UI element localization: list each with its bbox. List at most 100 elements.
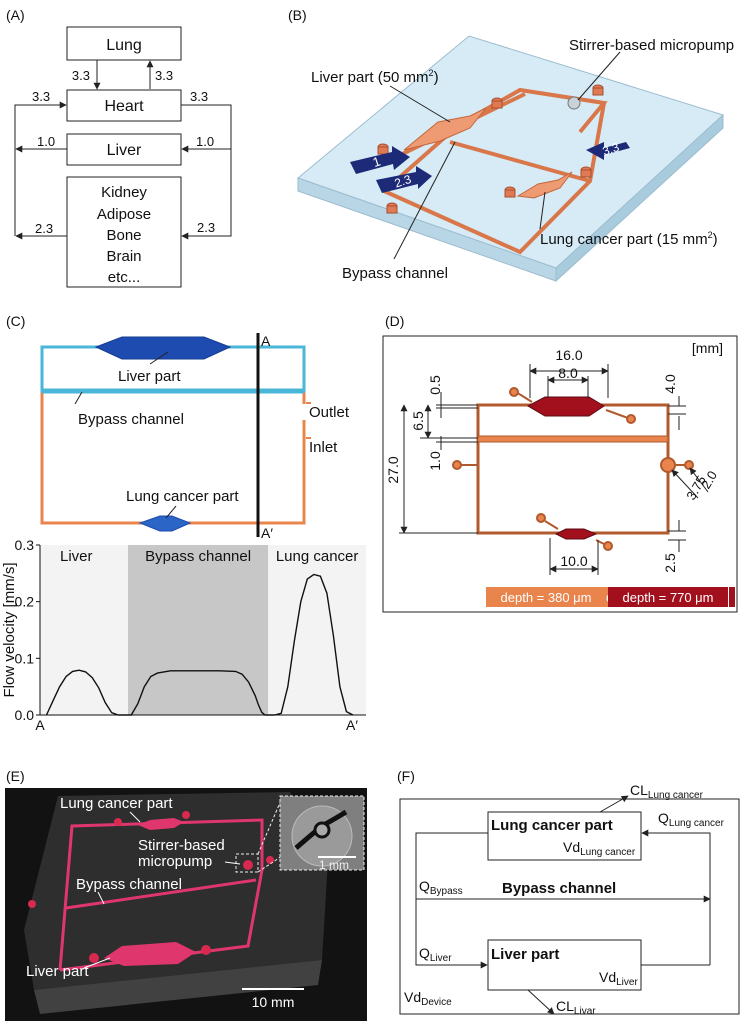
liver-chamber: [403, 107, 487, 151]
y-ticks: 0.0 0.1 0.2 0.3: [15, 537, 40, 723]
f-q-bypass: QBypass: [419, 878, 463, 897]
e-chip-edge: [34, 960, 322, 1014]
panel-a: (A) Lung Heart Liver Kidney Adipose Bone…: [6, 7, 232, 288]
flow-velocity-line: [45, 573, 354, 716]
d-dim-40: 4.0: [662, 374, 678, 394]
d-dim-8: 8.0: [558, 365, 578, 381]
c-a-prime-label: A′: [261, 525, 273, 541]
flow-heart-right: 3.3: [190, 89, 208, 104]
c-lung-label: Lung cancer part: [126, 488, 239, 505]
c-outlet-label: Outlet: [309, 404, 350, 421]
flow-other-right: 2.3: [197, 220, 215, 235]
d-dim-10: 1.0: [427, 451, 443, 471]
e-ports: [28, 811, 274, 963]
f-bypass-label: Bypass channel: [502, 880, 616, 897]
y-tick-label: 0.3: [15, 537, 35, 553]
e-channels: [58, 818, 264, 972]
lung-label: Lung: [106, 37, 142, 54]
c-lung-leader: [165, 505, 177, 519]
e-micropump-label: micropump: [138, 853, 212, 870]
x-tick-a-prime: A′: [346, 717, 358, 733]
f-q-liver: QLiver: [419, 945, 452, 964]
bypass-label: Bypass channel: [342, 265, 448, 282]
stirrer-label: Stirrer-based micropump: [569, 37, 734, 54]
y-tick-label: 0.0: [15, 707, 35, 723]
region-bypass-bg: [128, 545, 269, 715]
d-dim-65: 6.5: [410, 411, 426, 431]
e-scalebar: [242, 988, 304, 990]
e-bypass-label: Bypass channel: [76, 876, 182, 893]
y-axis-label: Flow velocity [mm/s]: [1, 562, 18, 697]
f-vd-device: VdDevice: [404, 989, 452, 1008]
c-liver-leader: [149, 351, 169, 365]
e-liver-label: Liver part: [26, 963, 89, 980]
arrow-23-label: 2.3: [393, 172, 414, 191]
c-bypass-leader: [74, 391, 83, 405]
lung-leader: [539, 191, 546, 230]
panel-f-label: (F): [397, 768, 415, 784]
arrow-23: [376, 166, 432, 193]
lung-chamber: [516, 171, 573, 199]
c-lung-chamber: [138, 515, 192, 532]
flow-velocity-chart: Liver Bypass channel Lung cancer 0.00.10…: [1, 537, 366, 733]
f-cl-liver: CLLivar: [556, 998, 596, 1017]
d-ports: [452, 387, 694, 551]
f-vd-lung: VdLung cancer: [563, 839, 636, 858]
x-tick-a: A: [35, 717, 45, 733]
panel-b: (B) 1 2.3 3.3: [288, 7, 734, 283]
d-dimension-lines: [399, 364, 709, 575]
e-scale-label: 10 mm: [252, 994, 295, 1010]
flow-other-left: 2.3: [35, 221, 53, 236]
panel-e: (E) 1 mm Lung cancer part Stirrer-based …: [5, 768, 367, 1021]
c-a-label: A: [261, 333, 271, 349]
arrow-1: [350, 146, 410, 174]
heart-label: Heart: [104, 98, 144, 115]
chip-ports: [377, 84, 604, 214]
stirrer-leader: [577, 51, 621, 101]
region-label-liver: Liver: [60, 548, 93, 565]
bypass-leader: [393, 141, 456, 260]
panel-d: (D) [mm]: [382, 313, 738, 613]
d-dim-100: 10.0: [560, 553, 587, 569]
micropump-disc: [567, 96, 581, 110]
panel-c-label: (C): [6, 313, 25, 329]
d-lung-chamber: [554, 528, 598, 540]
c-bypass-label: Bypass channel: [78, 411, 184, 428]
e-stirrer-label: Stirrer-based: [138, 837, 225, 854]
arrow-33-label: 3.3: [601, 140, 622, 159]
d-depth-770-swatch: [608, 587, 728, 607]
e-lung-label: Lung cancer part: [60, 795, 173, 812]
liver-part-label: Liver part (50 mm2): [311, 68, 439, 86]
lung-part-label: Lung cancer part (15 mm2): [540, 230, 718, 248]
d-depth2-swatch-edge: [729, 587, 735, 607]
e-inset-scale-label: 1 mm: [319, 858, 349, 872]
c-inlet-label: Inlet: [309, 439, 338, 456]
lung-box: [66, 26, 182, 61]
organ-etc: etc...: [108, 269, 141, 286]
d-dim-16: 16.0: [555, 347, 582, 363]
d-dim-27: 27.0: [385, 456, 401, 483]
f-vd-liver: VdLiver: [599, 969, 638, 988]
d-depth-770-label: depth = 770 μm: [623, 590, 714, 605]
y-tick-label: 0.1: [15, 650, 35, 666]
panel-b-label: (B): [288, 7, 307, 23]
y-tick-label: 0.2: [15, 594, 35, 610]
e-liver-chamber: [104, 942, 196, 966]
f-lung-box: [487, 811, 642, 861]
c-liver-chamber: [94, 336, 232, 360]
panel-c: (C) A A′ Liver part Bypass channel Lung …: [1, 313, 366, 733]
liver-label: Liver: [107, 142, 142, 159]
arrow-1-label: 1: [371, 153, 383, 170]
d-depth-380-swatch: [486, 587, 606, 607]
panel-f: (F) Lung cancer part VdLung cancer Liver…: [397, 768, 740, 1017]
d-dim-05: 0.5: [427, 375, 443, 395]
organ-bone: Bone: [106, 227, 141, 244]
chip-right-side: [555, 113, 724, 283]
f-q-lung: QLung cancer: [658, 810, 725, 829]
other-organs-box: [66, 176, 182, 288]
flow-liver-right: 1.0: [196, 134, 214, 149]
d-depth-380-label: depth = 380 μm: [501, 590, 592, 605]
f-liver-title: Liver part: [491, 946, 559, 963]
liver-box: [66, 133, 182, 166]
